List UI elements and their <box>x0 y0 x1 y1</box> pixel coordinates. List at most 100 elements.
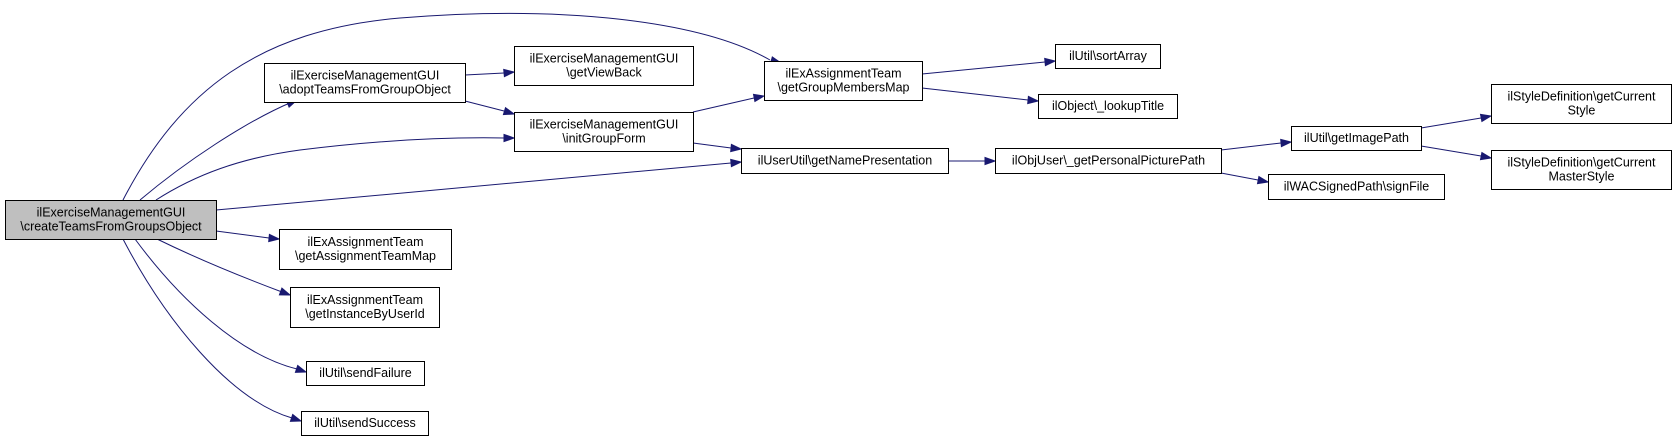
edge-adoptTeamsFromGroupObject-to-initGroupForm <box>464 100 516 116</box>
edge-createTeamsFromGroupsObject-to-sendSuccess <box>122 238 303 422</box>
node-label-line: \getAssignmentTeamMap <box>295 249 436 263</box>
node-getPersonalPicturePath[interactable]: ilObjUser\_getPersonalPicturePath <box>995 148 1222 174</box>
edge-initGroupForm-to-getNamePresentation <box>692 142 743 153</box>
edge-getPersonalPicturePath-to-signFile <box>1220 172 1270 185</box>
edge-line <box>215 162 732 211</box>
node-sortArray[interactable]: ilUtil\sortArray <box>1055 44 1161 69</box>
node-lookupTitle[interactable]: ilObject\_lookupTitle <box>1038 94 1178 119</box>
node-label-line: ilObject\_lookupTitle <box>1052 99 1164 113</box>
node-box <box>1038 94 1178 119</box>
edge-line <box>464 100 505 112</box>
arrowhead-icon <box>289 413 303 422</box>
edge-createTeamsFromGroupsObject-to-getNamePresentation <box>215 158 743 211</box>
node-box <box>1291 126 1422 151</box>
node-box <box>1268 174 1445 200</box>
node-label-line: ilUtil\sendFailure <box>319 366 411 380</box>
arrowhead-icon <box>730 158 743 168</box>
edge-line <box>1220 142 1282 151</box>
node-label-line: ilStyleDefinition\getCurrent <box>1508 90 1657 104</box>
edge-line <box>921 61 1046 75</box>
node-label-line: \initGroupForm <box>562 132 645 146</box>
node-label-line: \adoptTeamsFromGroupObject <box>279 83 451 97</box>
node-label-line: ilStyleDefinition\getCurrent <box>1508 156 1657 170</box>
arrowhead-icon <box>503 133 516 143</box>
edge-createTeamsFromGroupsObject-to-getGroupMembersMap <box>122 12 783 201</box>
edge-line <box>1220 172 1259 181</box>
node-box <box>1055 44 1161 69</box>
edge-line <box>921 87 1029 101</box>
arrowhead-icon <box>502 106 516 116</box>
node-createTeamsFromGroupsObject[interactable]: ilExerciseManagementGUI\createTeamsFromG… <box>5 200 217 240</box>
node-label-line: ilExerciseManagementGUI <box>291 69 440 83</box>
node-label-line: \createTeamsFromGroupsObject <box>20 220 202 234</box>
node-box <box>514 46 694 86</box>
node-initGroupForm[interactable]: ilExerciseManagementGUI\initGroupForm <box>514 112 694 152</box>
edge-getImagePath-to-getCurrentMasterStyle <box>1420 145 1493 161</box>
node-getImagePath[interactable]: ilUtil\getImagePath <box>1291 126 1422 151</box>
edge-line <box>134 238 298 370</box>
node-label-line: ilExerciseManagementGUI <box>530 52 679 66</box>
edge-line <box>122 238 293 419</box>
edge-line <box>1420 117 1482 129</box>
node-box <box>995 148 1222 174</box>
node-label-line: ilWACSignedPath\signFile <box>1284 180 1429 194</box>
arrowhead-icon <box>1479 151 1493 161</box>
node-sendFailure[interactable]: ilUtil\sendFailure <box>306 361 425 386</box>
node-label-line: ilExAssignmentTeam <box>307 235 423 249</box>
edge-line <box>692 142 732 149</box>
arrowhead-icon <box>278 287 292 296</box>
edge-adoptTeamsFromGroupObject-to-getViewBack <box>464 68 516 78</box>
edge-line <box>155 137 506 201</box>
arrowhead-icon <box>503 68 516 78</box>
node-getAssignmentTeamMap[interactable]: ilExAssignmentTeam\getAssignmentTeamMap <box>279 229 452 270</box>
node-label-line: ilExerciseManagementGUI <box>530 118 679 132</box>
edge-line <box>464 72 505 76</box>
node-label-line: Style <box>1568 104 1596 118</box>
arrowhead-icon <box>268 233 281 243</box>
node-box <box>290 287 440 328</box>
edge-createTeamsFromGroupsObject-to-initGroupForm <box>155 133 516 201</box>
node-label-line: ilExAssignmentTeam <box>785 67 901 81</box>
edge-line <box>215 230 270 239</box>
edge-getGroupMembersMap-to-sortArray <box>921 57 1057 75</box>
arrowhead-icon <box>1256 175 1270 185</box>
edge-line <box>692 97 755 113</box>
edge-createTeamsFromGroupsObject-to-getAssignmentTeamMap <box>215 230 281 243</box>
arrowhead-icon <box>1280 138 1293 148</box>
arrowhead-icon <box>984 156 997 166</box>
node-box <box>764 61 923 101</box>
arrowhead-icon <box>1044 57 1057 67</box>
node-label-line: \getInstanceByUserId <box>305 307 425 321</box>
node-label-line: ilExerciseManagementGUI <box>37 206 186 220</box>
node-label-line: ilObjUser\_getPersonalPicturePath <box>1012 154 1205 168</box>
node-getGroupMembersMap[interactable]: ilExAssignmentTeam\getGroupMembersMap <box>764 61 923 101</box>
node-box <box>279 229 452 270</box>
edge-getGroupMembersMap-to-lookupTitle <box>921 87 1040 105</box>
edge-getNamePresentation-to-getPersonalPicturePath <box>948 156 997 166</box>
edge-createTeamsFromGroupsObject-to-getInstanceByUserId <box>156 238 292 296</box>
node-getViewBack[interactable]: ilExerciseManagementGUI\getViewBack <box>514 46 694 86</box>
node-sendSuccess[interactable]: ilUtil\sendSuccess <box>301 411 429 436</box>
edge-line <box>139 101 293 201</box>
node-label-line: \getViewBack <box>566 66 642 80</box>
node-box <box>741 148 949 174</box>
node-box <box>514 112 694 152</box>
arrowhead-icon <box>294 364 308 373</box>
node-adoptTeamsFromGroupObject[interactable]: ilExerciseManagementGUI\adoptTeamsFromGr… <box>264 63 466 103</box>
node-box <box>301 411 429 436</box>
edge-createTeamsFromGroupsObject-to-adoptTeamsFromGroupObject <box>139 99 299 201</box>
node-box <box>306 361 425 386</box>
node-getNamePresentation[interactable]: ilUserUtil\getNamePresentation <box>741 148 949 174</box>
edge-getImagePath-to-getCurrentStyle <box>1420 113 1493 129</box>
edge-line <box>1420 145 1482 157</box>
node-label-line: ilUtil\sendSuccess <box>314 416 415 430</box>
edge-line <box>122 12 771 201</box>
node-label-line: MasterStyle <box>1549 170 1615 184</box>
root-node-box <box>5 200 217 240</box>
node-signFile[interactable]: ilWACSignedPath\signFile <box>1268 174 1445 200</box>
node-getInstanceByUserId[interactable]: ilExAssignmentTeam\getInstanceByUserId <box>290 287 440 328</box>
node-box <box>1491 84 1672 124</box>
